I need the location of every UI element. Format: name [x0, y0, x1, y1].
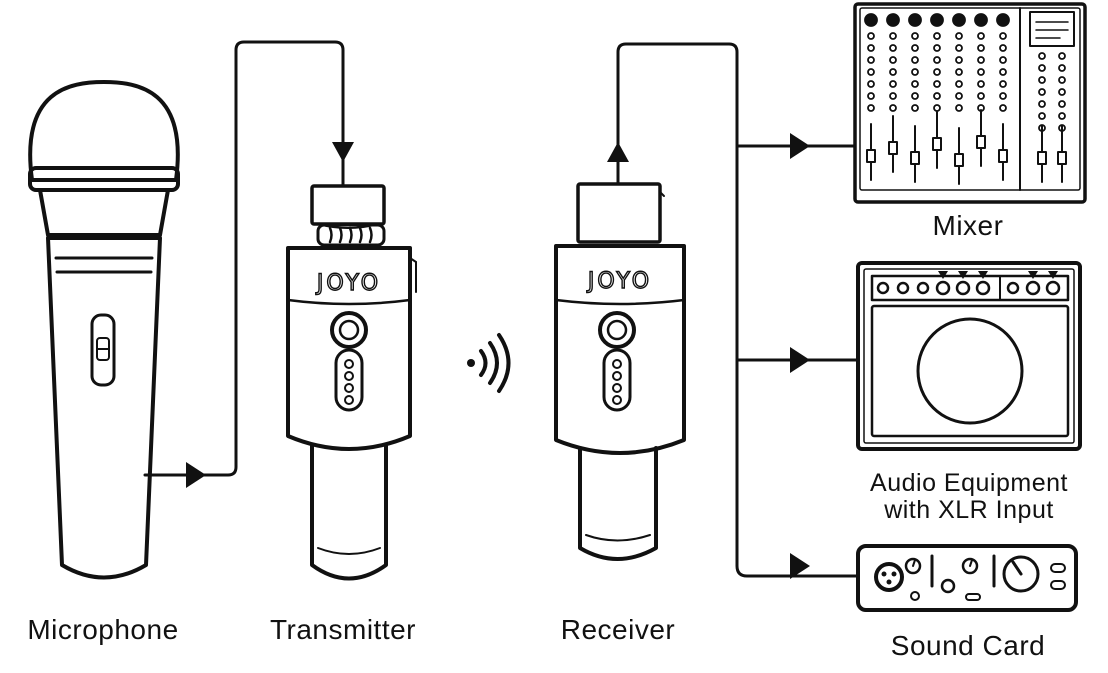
arrow-receiver-out [607, 142, 629, 162]
arrow-to-mixer [790, 133, 810, 159]
amplifier-illustration [856, 261, 1082, 451]
arrow-to-amp [790, 347, 810, 373]
audio-equipment-label-line1: Audio Equipment [870, 469, 1068, 497]
sound-card-illustration [856, 544, 1078, 612]
arrow-to-soundcard [790, 553, 810, 579]
transmitter-illustration [286, 184, 417, 581]
sound-card-label: Sound Card [890, 630, 1046, 661]
mixer-illustration [853, 2, 1087, 204]
receiver-illustration [554, 182, 686, 561]
mic-to-transmitter-cable [143, 40, 345, 477]
receiver-brand-text: JOYO [586, 269, 652, 294]
transmitter-brand-text: JOYO [315, 271, 381, 296]
audio-equipment-label-line2: with XLR Input [884, 496, 1054, 524]
wireless-signal-icon [467, 333, 511, 393]
mixer-label: Mixer [932, 210, 1004, 241]
arrow-mic-out [186, 462, 206, 488]
transmitter-label: Transmitter [269, 614, 417, 645]
microphone-label: Microphone [27, 614, 179, 645]
receiver-label: Receiver [560, 614, 676, 645]
arrow-into-transmitter [332, 142, 354, 162]
microphone-illustration [28, 80, 180, 580]
